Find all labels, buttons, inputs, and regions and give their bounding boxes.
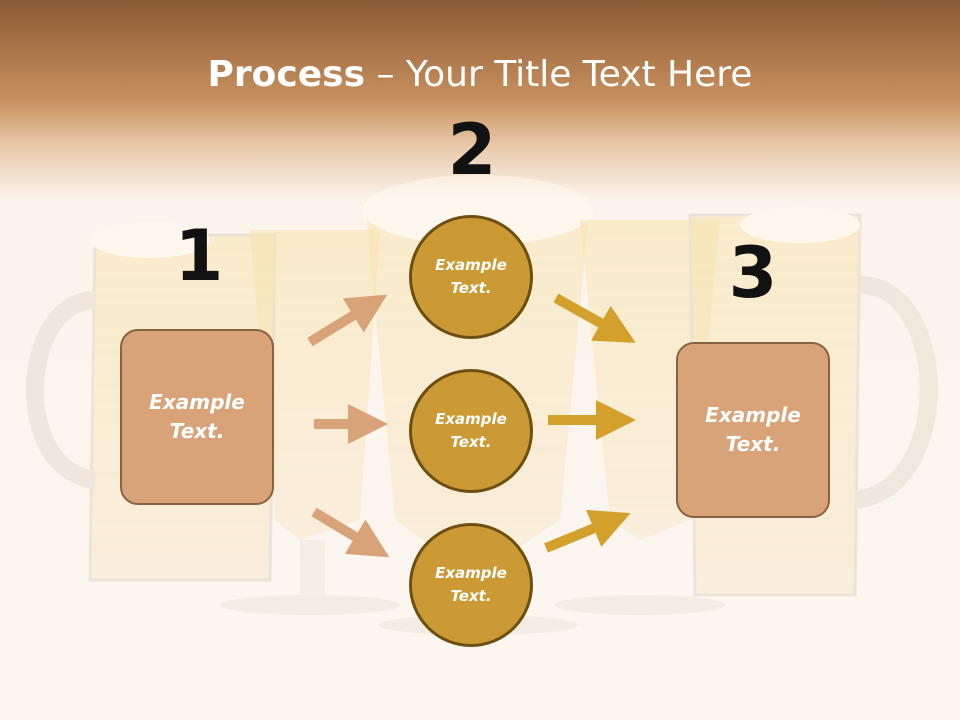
step-3-box: Example Text.: [676, 342, 830, 518]
step-2-circle-bottom: Example Text.: [409, 523, 533, 647]
step-number-2: 2: [447, 109, 497, 191]
arrow-left-down: [311, 507, 390, 558]
step-2-circle-top: Example Text.: [409, 215, 533, 339]
step-number-1: 1: [174, 215, 224, 297]
slide-title: Process – Your Title Text Here: [0, 52, 960, 98]
step-2-circle-middle: Example Text.: [409, 369, 533, 493]
circle-top-text: Example Text.: [435, 256, 507, 297]
arrow-left-up: [307, 294, 388, 347]
step-1-text: Example Text.: [149, 390, 245, 443]
step-3-text: Example Text.: [705, 403, 801, 456]
circle-middle-text: Example Text.: [435, 410, 507, 451]
step-1-box: Example Text.: [120, 329, 274, 505]
arrow-right-down: [544, 509, 631, 553]
arrow-right-up: [553, 293, 636, 343]
title-bold: Process: [207, 54, 366, 95]
title-rest: – Your Title Text Here: [365, 54, 753, 95]
step-number-3: 3: [728, 232, 778, 314]
circle-bottom-text: Example Text.: [435, 564, 507, 605]
